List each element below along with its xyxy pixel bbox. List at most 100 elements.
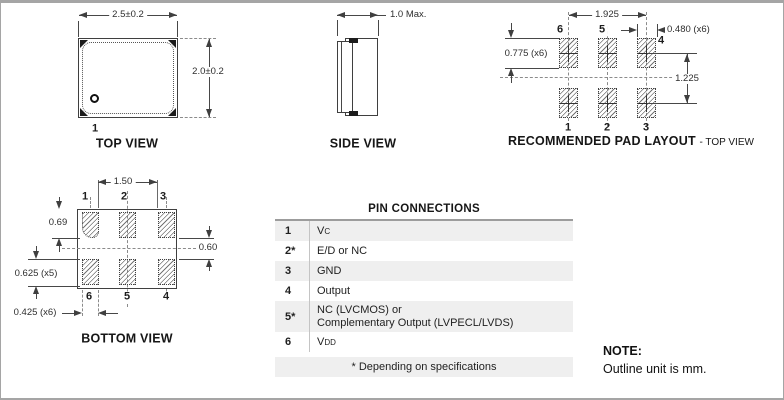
extension-line [177,21,178,37]
extension-line [52,238,80,239]
dimension-line [621,30,629,31]
pad-number-label: 5 [120,291,134,303]
extension-line [180,38,216,39]
pad-center-cross [646,95,647,112]
pad-number-label: 6 [553,24,567,36]
note-title: NOTE: [603,344,642,358]
pin-description: E/D or NC [317,244,368,257]
pad-1 [82,212,99,238]
dim-pad-width-label: 0.425 (x6) [13,307,57,318]
dimension-line [511,23,512,30]
dim-pad-height-label: 0.625 (x5) [11,269,61,279]
pin-number: 2* [275,241,310,261]
pad-number-label: 3 [642,121,650,134]
arrowhead-down [205,230,212,238]
arrowhead-up [32,286,39,294]
arrowhead-right [638,11,646,18]
arrowhead-down [55,201,62,209]
extension-line [78,21,79,37]
pad-5 [119,259,136,285]
arrowhead-up [205,259,212,267]
pad-number-label: 5 [595,24,609,36]
pin-number: 4 [275,281,310,301]
pad-number-label: 1 [564,121,572,134]
dim-width-label: 2.5±0.2 [109,10,147,20]
corner-mark [80,108,88,116]
package-lid [337,41,353,113]
package-outline [78,38,178,118]
pad-6 [82,259,99,285]
arrowhead-right [169,11,177,18]
centerline [607,26,608,126]
pad-number-label: 3 [159,190,167,203]
pad-number-label: 6 [82,291,96,303]
note-text: Outline unit is mm. [603,362,707,376]
arrowhead-right [149,178,157,185]
top-view-title: TOP VIEW [95,136,159,151]
arrowhead-up [55,238,62,246]
dim-thickness-label: 1.0 Max. [390,9,427,20]
pad-number-label: 4 [657,34,665,47]
dimension-line [36,246,37,251]
extension-line [179,238,214,239]
centerline-tick [166,197,167,208]
centerline [646,12,647,126]
dimension-line [337,15,386,16]
pad-number-label: 1 [81,190,89,203]
dimension-line [59,246,60,252]
pad-2 [119,212,136,238]
pad-layout-title-suffix: - TOP VIEW [699,137,754,148]
pin-number: 6 [275,332,310,352]
dim-row-gap-label: 0.60 [198,242,218,253]
arrowhead-up [507,68,514,76]
pad-center-cross [568,45,569,62]
pad-layout-title-main: RECOMMENDED PAD LAYOUT [508,134,696,148]
arrowhead-right [629,26,637,33]
dim-pad-width-label: 0.480 (x6) [667,24,710,35]
pad-center-cross [568,95,569,112]
pin-table-title: PIN CONNECTIONS [368,203,480,215]
pin-number: 3 [275,261,310,281]
arrowhead-left [79,11,87,18]
corner-mark [168,108,176,116]
dim-inner-span-label: 1.50 [110,177,136,187]
dim-pad1-height-label: 0.69 [48,217,68,228]
pin-description: VC [317,224,331,237]
lid-seam-outline [82,42,174,114]
pin-description: VDD [317,335,336,348]
dim-pad-height-label: 0.775 (x6) [504,48,548,59]
arrowhead-left [337,11,345,18]
seal-mark [349,38,358,43]
arrowhead-down [507,30,514,38]
side-view-title: SIDE VIEW [329,136,397,151]
dimension-line [209,267,210,271]
centerline-tick [90,197,91,208]
arrowhead-left [98,309,106,316]
extension-line [647,53,697,54]
pin1-marker-dot [90,94,99,103]
pad-center-cross [607,95,608,112]
centerline [568,12,569,126]
arrowhead-left [569,11,577,18]
dim-row-pitch-label: 1.225 [672,74,702,84]
extension-line [647,103,697,104]
arrowhead-right [370,11,378,18]
pin-description: Output [317,284,351,297]
bottom-view-title: BOTTOM VIEW [81,331,173,346]
pin-row: 2* E/D or NC [275,241,573,261]
dimension-line [209,39,210,117]
dimension-line [209,226,210,230]
extension-line [82,290,83,316]
extension-line [180,117,216,118]
arrowhead-down [683,95,690,103]
extension-line [157,180,158,208]
pin-row: 6 VDD [275,332,573,352]
pad-number-label: 2 [120,190,128,203]
pad-3 [158,212,175,238]
pad-center-cross [646,45,647,62]
